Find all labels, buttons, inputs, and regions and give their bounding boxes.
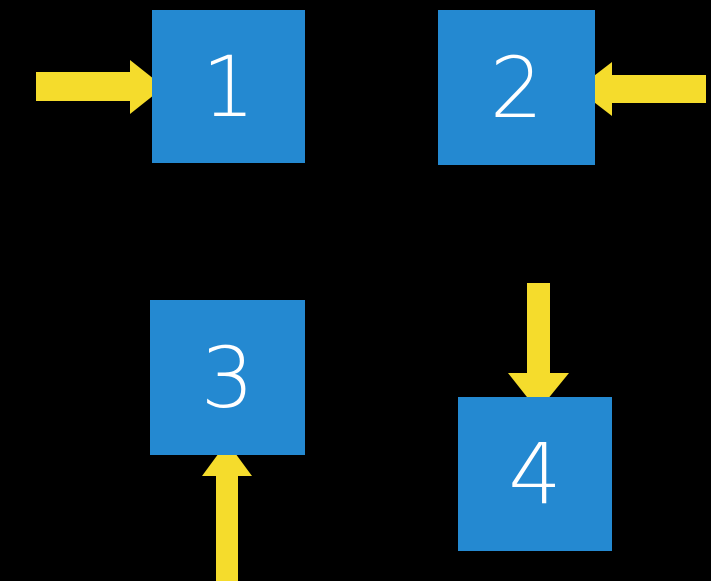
diagram-node-1[interactable]: 1 (152, 10, 305, 163)
node-1-label: 1 (201, 37, 256, 136)
diagram-node-3[interactable]: 3 (150, 300, 305, 455)
node-4-label: 4 (508, 425, 562, 523)
arrow-up-into-node-3 (202, 442, 252, 581)
node-3-label: 3 (200, 328, 255, 427)
arrow-down-shape (508, 283, 569, 411)
arrow-up-shape (202, 442, 252, 581)
diagram-node-4[interactable]: 4 (458, 397, 612, 551)
arrow-right-into-node-1 (36, 60, 164, 114)
arrow-left-shape (577, 62, 706, 116)
arrow-left-into-node-2 (577, 62, 706, 116)
arrow-down-into-node-4 (508, 283, 569, 411)
node-2-label: 2 (489, 38, 544, 137)
arrow-right-shape (36, 60, 164, 114)
diagram-node-2[interactable]: 2 (438, 10, 595, 165)
